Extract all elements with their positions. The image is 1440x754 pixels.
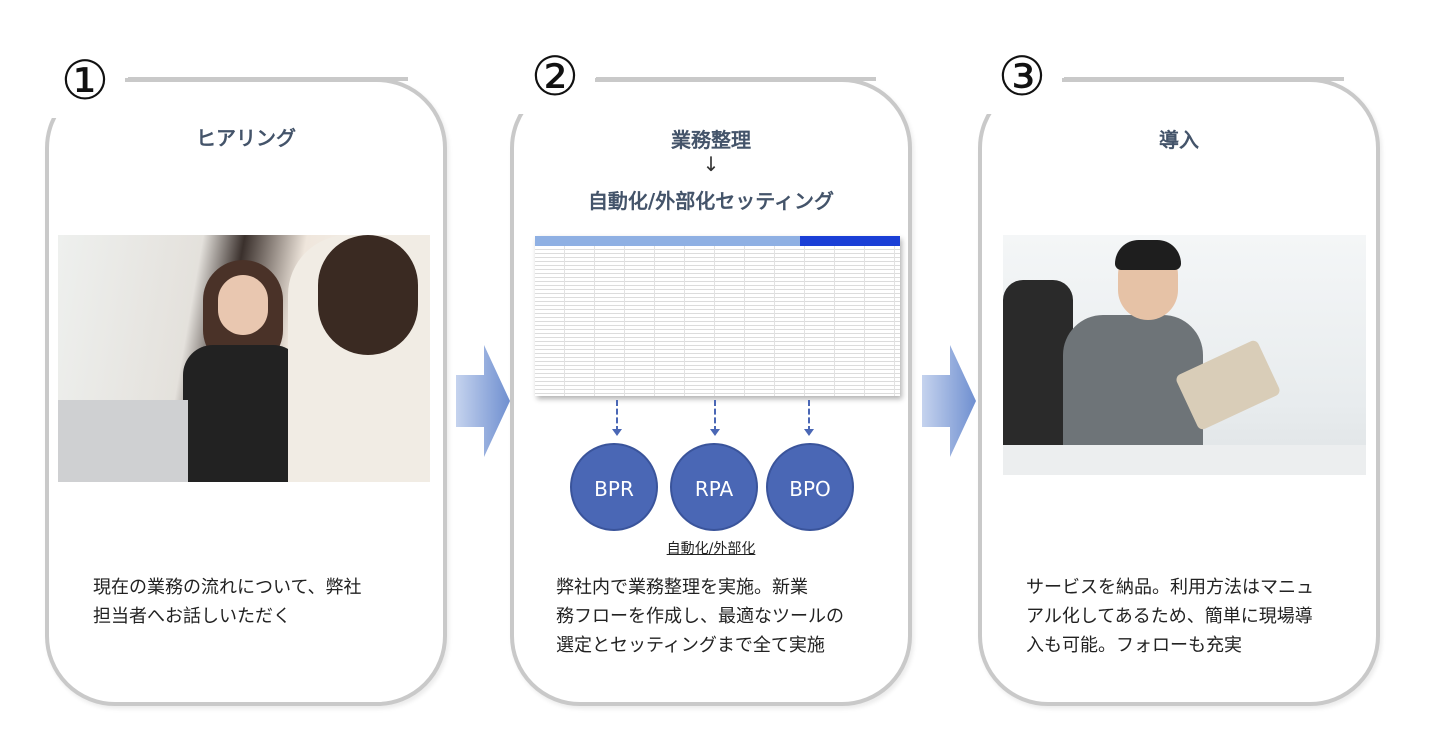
step-number-3: ③ (982, 44, 1062, 114)
divider (128, 77, 408, 81)
dashed-arrow-icon (804, 400, 814, 436)
description-line: 現在の業務の流れについて、弊社 (93, 577, 362, 598)
description-line: 入も可能。フォローも充実 (1026, 635, 1242, 656)
description-line: 担当者へお話しいただく (93, 606, 291, 627)
description-line: 選定とセッティングまで全て実施 (556, 635, 825, 656)
businessman-photo (1003, 235, 1366, 475)
tool-rpa: RPA (670, 443, 758, 531)
dashed-arrow-icon (612, 400, 622, 436)
step-description-3: サービスを納品。利用方法はマニュ アル化してあるため、簡単に現場導 入も可能。フ… (1026, 573, 1314, 660)
down-arrow-icon: ↓ (702, 152, 720, 176)
description-line: サービスを納品。利用方法はマニュ (1026, 577, 1314, 598)
divider (1064, 77, 1344, 81)
arrow-right-icon (456, 345, 510, 457)
dashed-arrow-icon (710, 400, 720, 436)
step-title-2: 業務整理 (671, 128, 751, 152)
divider (596, 77, 876, 81)
description-line: 務フローを作成し、最適なツールの (556, 606, 844, 627)
step-subtitle-2: 自動化/外部化セッティング (587, 189, 835, 213)
step-title-1: ヒアリング (196, 126, 296, 150)
meeting-photo (58, 235, 430, 482)
tool-bpo: BPO (766, 443, 854, 531)
tool-bpr: BPR (570, 443, 658, 531)
description-line: アル化してあるため、簡単に現場導 (1026, 606, 1313, 627)
step-number-2: ② (515, 44, 595, 114)
task-spreadsheet-image (535, 236, 900, 396)
step-description-2: 弊社内で業務整理を実施。新業 務フローを作成し、最適なツールの 選定とセッティン… (556, 573, 844, 660)
step-title-3: 導入 (1159, 128, 1199, 152)
description-line: 弊社内で業務整理を実施。新業 (556, 577, 808, 598)
step-number-1: ① (45, 48, 125, 118)
arrow-right-icon (922, 345, 976, 457)
tools-caption: 自動化/外部化 (666, 541, 756, 557)
step-description-1: 現在の業務の流れについて、弊社 担当者へお話しいただく (93, 573, 362, 631)
